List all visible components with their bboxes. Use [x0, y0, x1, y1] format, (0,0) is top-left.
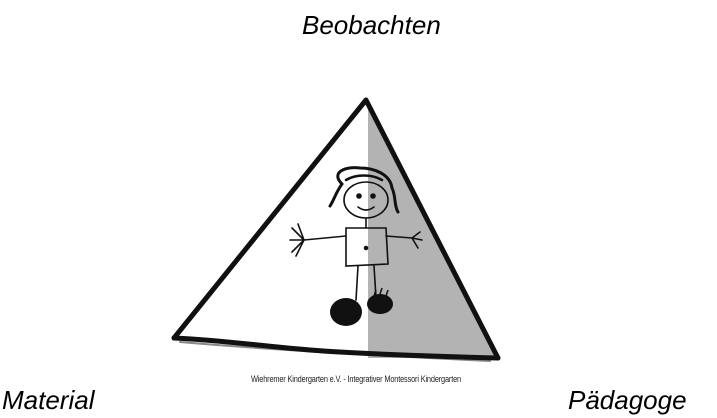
vertex-label-bottom-left: Material	[2, 387, 94, 413]
vertex-label-bottom-right: Pädagoge	[568, 387, 687, 413]
logo-drawing	[160, 88, 540, 388]
logo-caption: Wiehremer Kindergarten e.V. - Integrativ…	[225, 374, 487, 384]
kindergarten-logo	[160, 88, 540, 388]
vertex-label-top: Beobachten	[302, 12, 441, 38]
